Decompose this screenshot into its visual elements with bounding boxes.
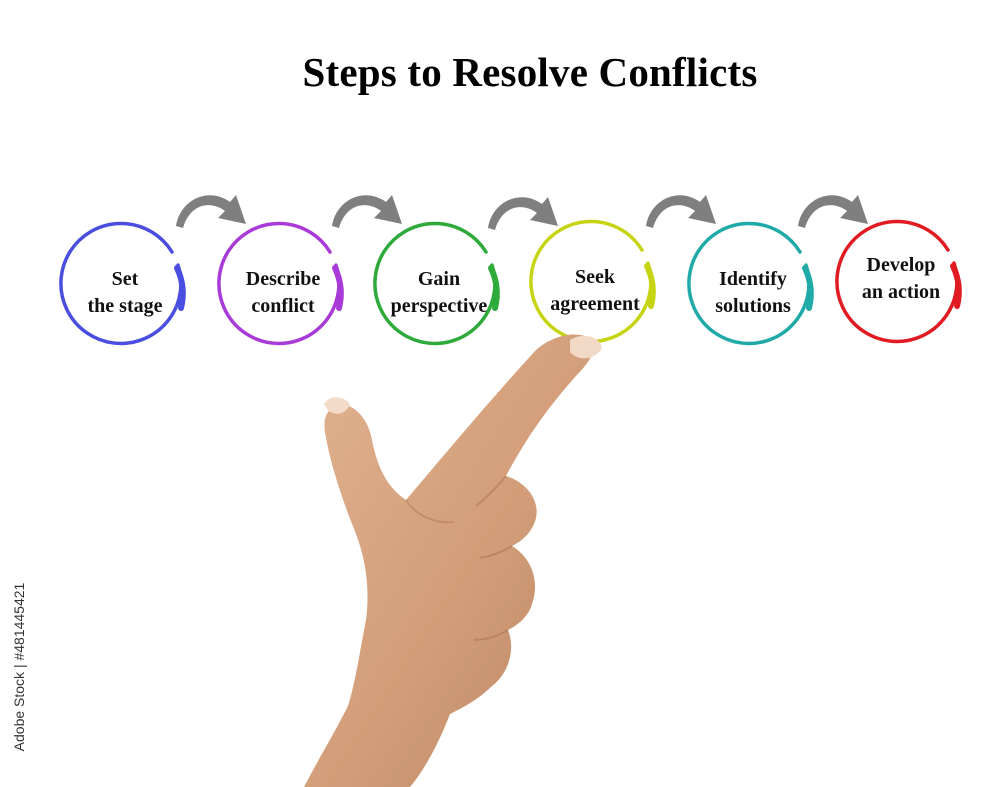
step-label: Develop an action [826, 214, 976, 344]
step-gain-perspective: Gain perspective [373, 221, 504, 358]
step-set-the-stage: Set the stage [59, 221, 190, 358]
pointing-hand-illustration [304, 334, 602, 787]
curved-arrow-icon [332, 195, 402, 228]
step-label-line2: agreement [550, 293, 640, 315]
stock-id-label: Adobe Stock | #481445421 [4, 552, 34, 782]
step-label-line1: Describe [245, 268, 321, 290]
step-ring [687, 221, 814, 346]
step-ring [59, 221, 186, 346]
step-label-line2: perspective [390, 295, 488, 317]
curved-arrow-icon [488, 197, 558, 230]
step-label: Describe conflict [208, 228, 358, 358]
step-label-line2: the stage [87, 295, 163, 317]
diagram-title: Steps to Resolve Conflicts [302, 49, 758, 95]
step-seek-agreement: Seek agreement [529, 219, 660, 356]
step-label: Seek agreement [520, 226, 670, 356]
step-label: Set the stage [50, 228, 200, 358]
step-label-line1: Seek [575, 266, 615, 288]
step-label-line2: an action [861, 281, 941, 303]
step-ring [835, 219, 962, 344]
step-label-line1: Develop [866, 254, 936, 276]
step-ring [529, 219, 656, 344]
step-ring [217, 221, 344, 346]
step-identify-solutions: Identify solutions [687, 221, 818, 358]
step-label-line2: conflict [251, 295, 315, 317]
curved-arrow-icon [176, 195, 246, 228]
step-label-line1: Set [111, 268, 139, 290]
step-label: Gain perspective [364, 228, 514, 358]
step-label: Identify solutions [678, 228, 828, 358]
step-describe-conflict: Describe conflict [217, 221, 348, 358]
stock-id-text: Adobe Stock | #481445421 [11, 582, 27, 752]
curved-arrow-icon [646, 195, 716, 228]
step-label-line1: Gain [417, 268, 461, 290]
step-label-line2: solutions [715, 295, 791, 317]
step-ring [373, 221, 500, 346]
step-label-line1: Identify [719, 268, 787, 290]
curved-arrow-icon [798, 195, 868, 228]
step-develop-an-action: Develop an action [835, 219, 966, 356]
